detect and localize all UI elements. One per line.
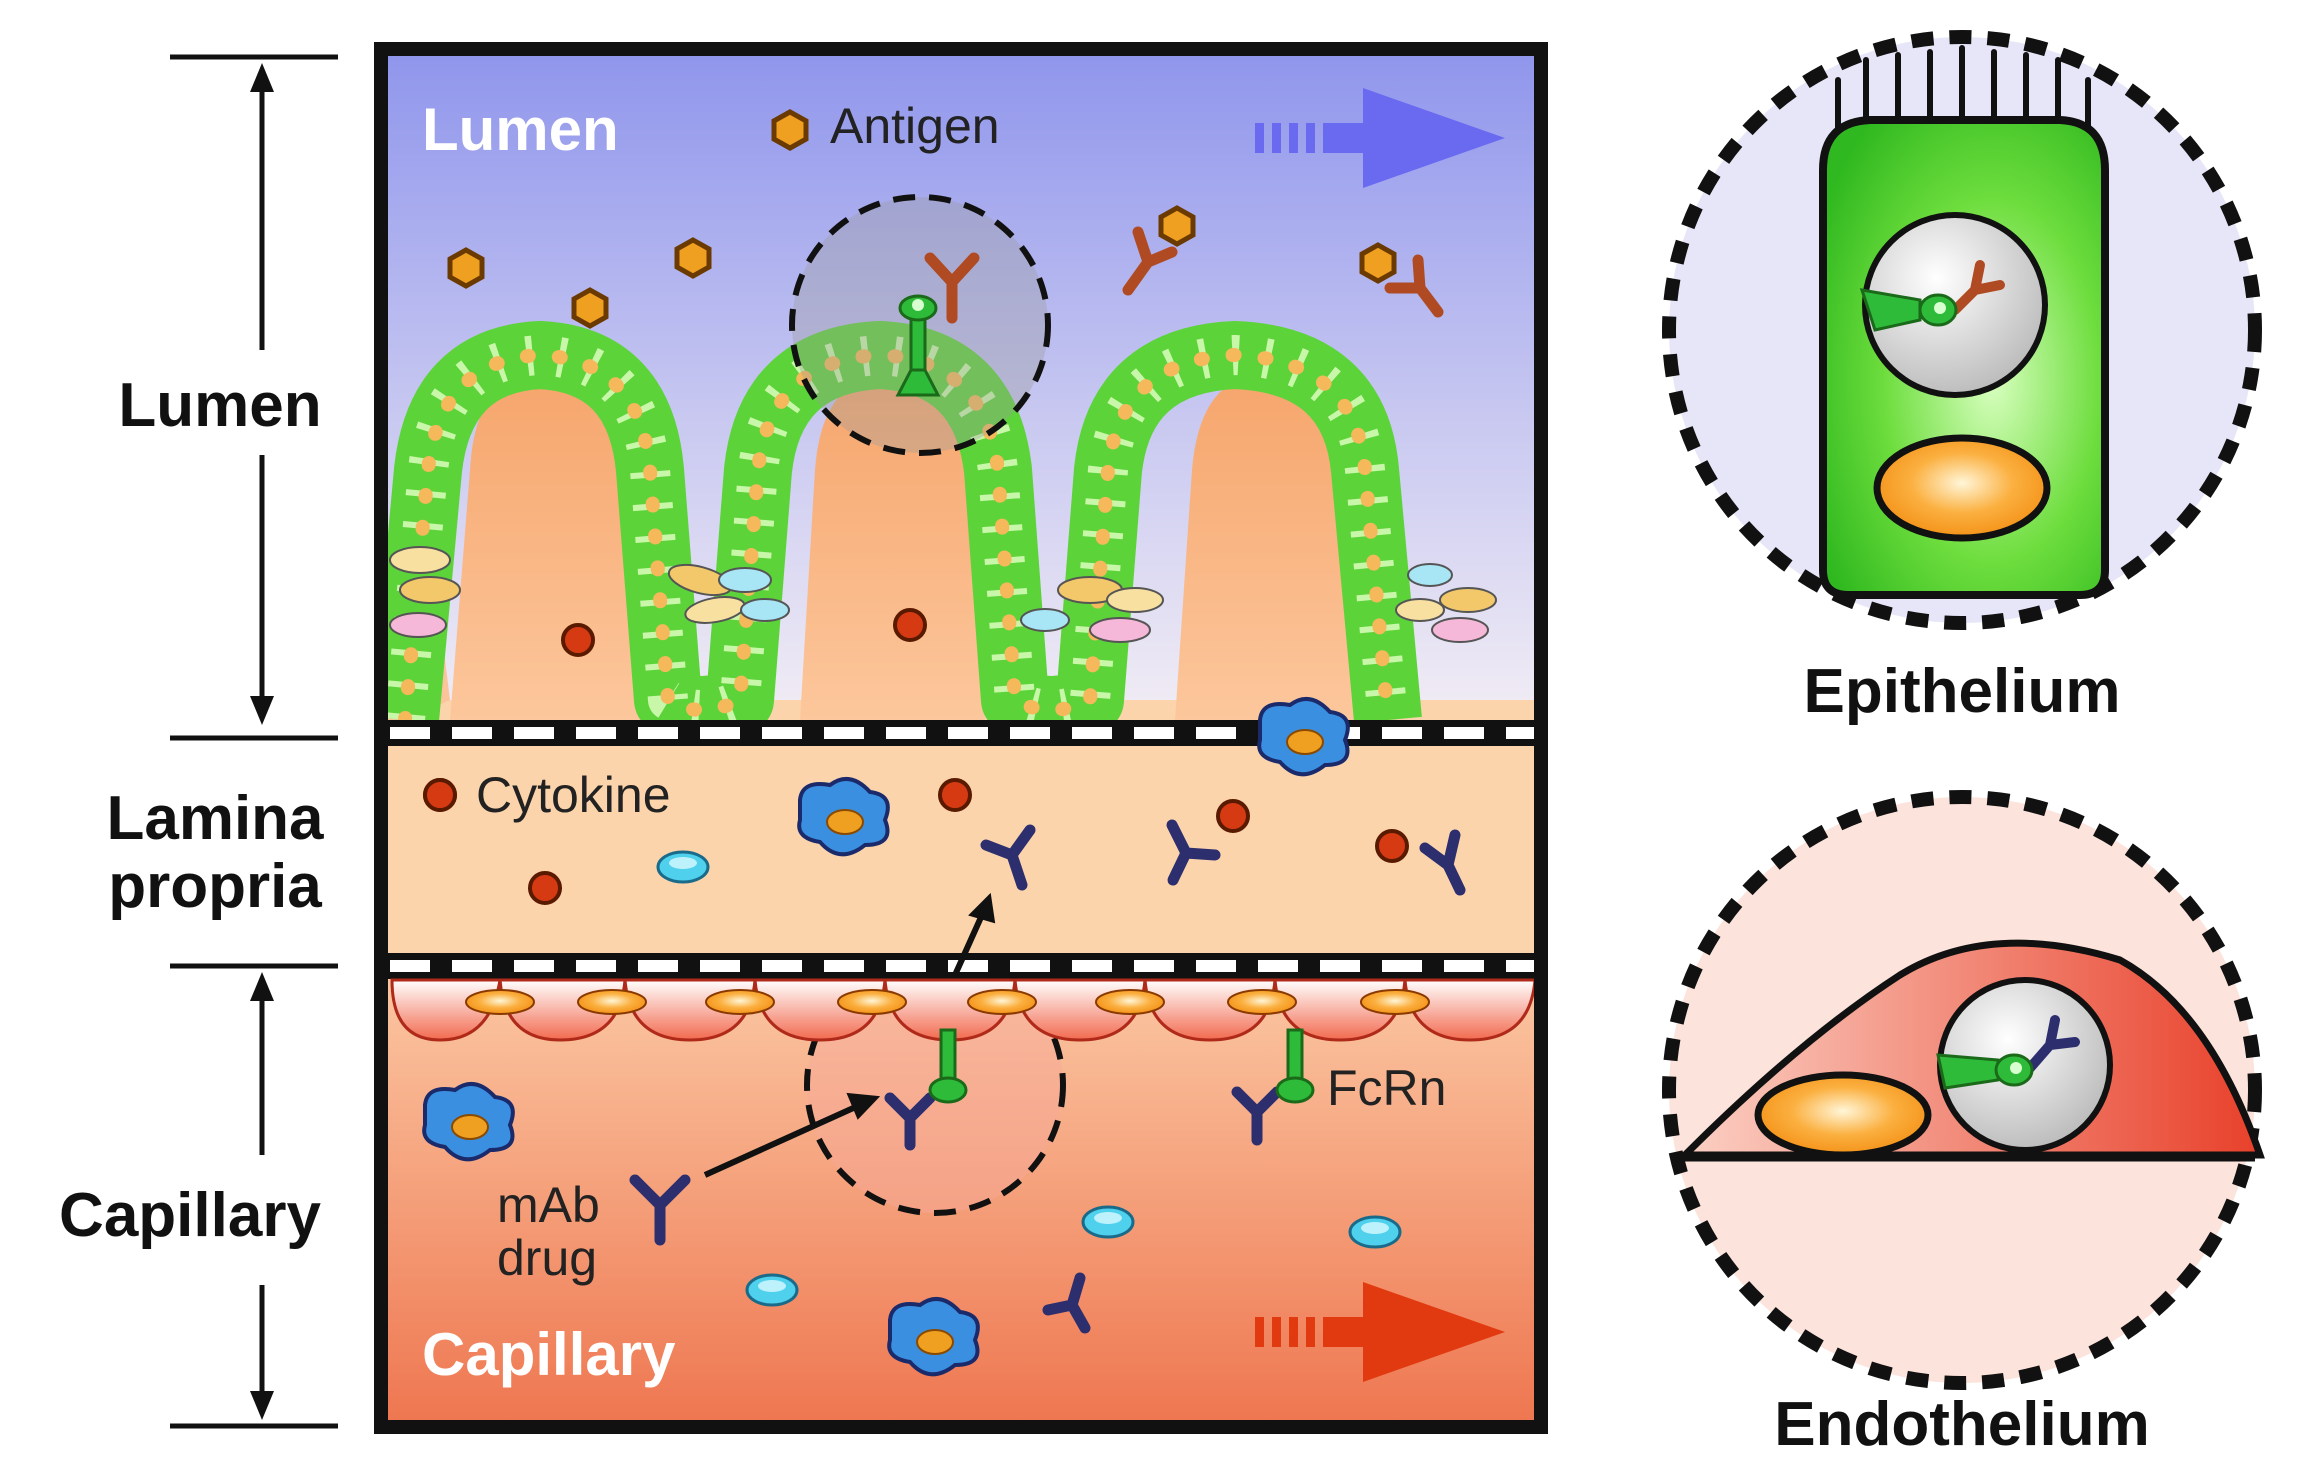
epithelial-microvilli (1835, 45, 2091, 131)
mab-drug-label-line1: mAb (497, 1177, 600, 1233)
endothelial-endosome-fcrn (1936, 1053, 2034, 1090)
capillary-title: Capillary (422, 1321, 676, 1388)
cytokine-legend-icon (423, 778, 457, 812)
lumen-title: Lumen (422, 96, 619, 163)
epithelial-endosome-fcrn (1859, 288, 1958, 332)
left-axis (170, 54, 338, 1429)
commensal-bacteria (389, 546, 1497, 643)
epithelium-fcrn (895, 294, 941, 397)
villi (382, 321, 1422, 744)
axis-label-capillary: Capillary (30, 1182, 350, 1250)
fcrn-label: FcRn (1327, 1060, 1446, 1116)
capillary-flow-arrow (1255, 1282, 1505, 1382)
axis-label-propria: propria (108, 852, 322, 921)
antigen-legend-icon (771, 109, 809, 151)
immune-cell-nuclei (451, 729, 1324, 1355)
epithelial-endosome-antibody (1950, 260, 2005, 315)
endothelium-caption: Endothelium (1774, 1390, 2149, 1459)
axis-label-lamina: Lamina (106, 784, 324, 853)
blood-cell-highlights (669, 857, 1389, 1292)
epithelial-nucleus (1873, 434, 2051, 542)
lumen-flow-arrow (1255, 88, 1505, 188)
lumen-antibodies (924, 226, 1444, 324)
mab-drugs (629, 819, 1466, 1334)
antigen-label: Antigen (830, 98, 1000, 154)
capillary-fcrn (928, 1028, 1315, 1104)
main-panel-border (374, 42, 1548, 1434)
main-panel (382, 50, 1540, 1425)
mab-drug-label-line2: drug (497, 1230, 597, 1286)
endothelial-nuclei (465, 989, 1430, 1015)
endothelial-nucleus (1754, 1071, 1932, 1159)
endothelial-endosome-antibody (2025, 1015, 2080, 1073)
endothelial-cells (390, 978, 1537, 1042)
transport-arrows (703, 892, 996, 1178)
axis-label-lumen: Lumen (100, 372, 340, 440)
axis-label-lamina-propria: Lamina propria (80, 785, 350, 921)
epithelium-inset (1662, 30, 2262, 630)
epithelium-caption: Epithelium (1804, 657, 2121, 726)
endothelium-inset (1662, 790, 2265, 1390)
left-axis-arrowheads (250, 63, 274, 1420)
cytokine-label: Cytokine (476, 767, 671, 823)
